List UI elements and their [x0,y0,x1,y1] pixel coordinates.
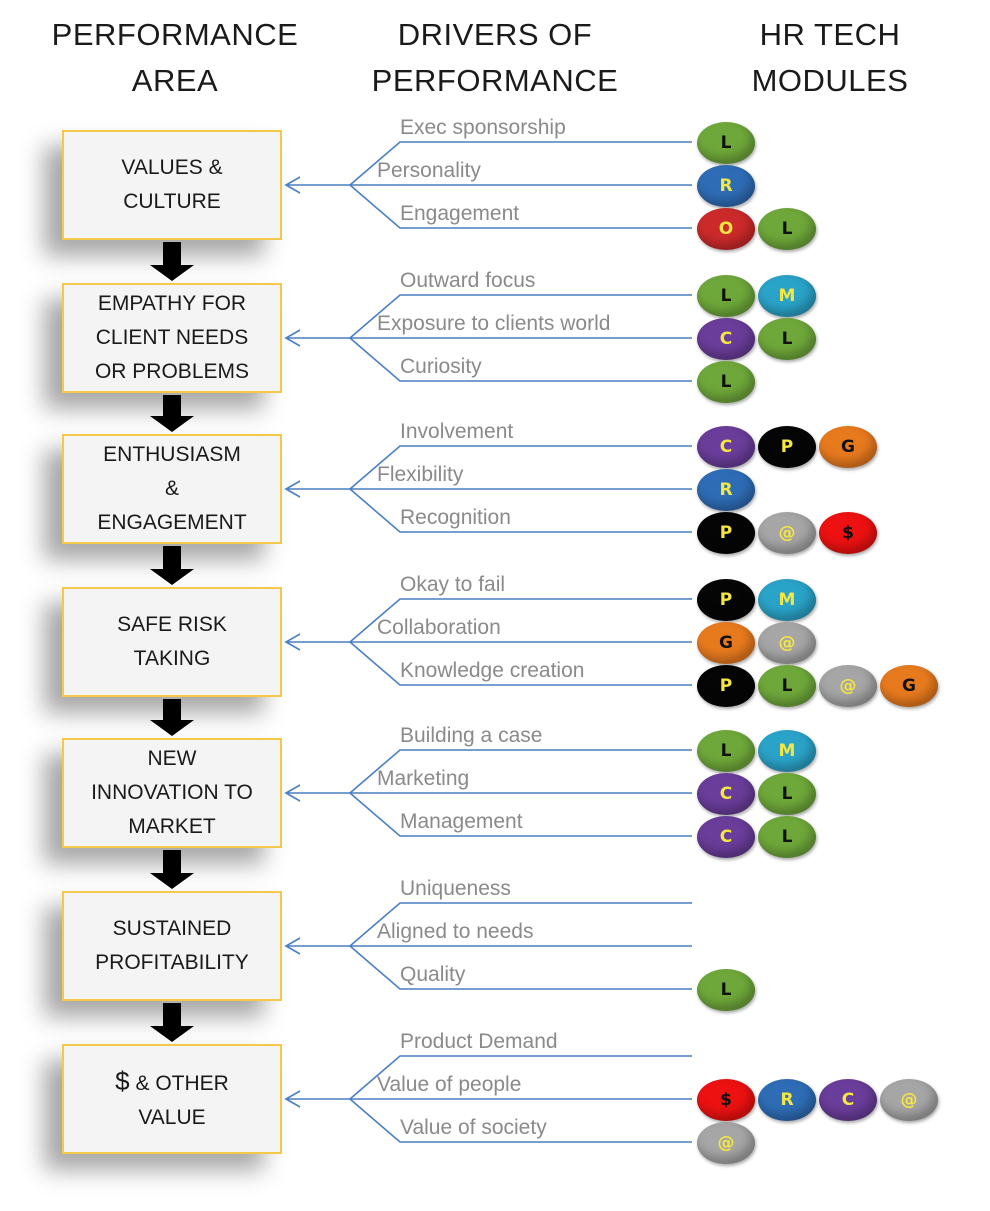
module-badge: C [697,318,755,360]
down-arrow-head [150,569,194,585]
driver-label: Collaboration [377,616,501,639]
module-badge: L [758,318,816,360]
driver-label: Engagement [400,202,520,225]
module-badge: L [697,361,755,403]
module-badge: @ [697,1122,755,1164]
module-badge: L [758,816,816,858]
driver-label: Curiosity [400,355,482,378]
down-arrow-head [150,720,194,736]
module-badge: C [697,816,755,858]
module-badge: G [880,665,938,707]
connector-arrowhead [284,176,301,194]
module-badge: C [697,773,755,815]
module-badge: $ [697,1079,755,1121]
driver-label: Flexibility [377,463,464,486]
connector-arrowhead [284,329,301,347]
module-badge: C [819,1079,877,1121]
performance-area-label: ENTHUSIASM & ENGAGEMENT [97,443,247,534]
driver-label: Outward focus [400,269,536,292]
module-badge: $ [819,512,877,554]
driver-label: Aligned to needs [377,920,534,943]
performance-area-label: NEW INNOVATION TO MARKET [91,747,253,838]
performance-area-box: VALUES & CULTURE [62,130,282,240]
performance-area-label: $ & OTHER VALUE [115,1065,229,1129]
header-drivers-line1: DRIVERS OF [397,17,593,52]
driver-label: Recognition [400,506,511,529]
down-arrow-shaft [163,850,181,873]
module-badge: L [697,969,755,1011]
down-arrow-shaft [163,1003,181,1026]
down-arrow-shaft [163,699,181,720]
performance-area-box: SAFE RISK TAKING [62,587,282,697]
driver-label: Uniqueness [400,877,511,900]
header-drivers: DRIVERS OF PERFORMANCE [355,12,635,104]
module-badge: P [697,665,755,707]
header-drivers-line2: PERFORMANCE [371,63,619,98]
header-performance-area-line1: PERFORMANCE [51,17,299,52]
module-badge: @ [758,622,816,664]
driver-label: Personality [377,159,481,182]
module-badge: O [697,208,755,250]
down-arrow-head [150,873,194,889]
header-performance-area: PERFORMANCE AREA [40,12,310,104]
driver-label: Marketing [377,767,470,790]
module-badge: P [758,426,816,468]
performance-area-label: SAFE RISK TAKING [117,613,227,670]
down-arrow-shaft [163,395,181,416]
performance-area-label: VALUES & CULTURE [121,156,223,213]
module-badge: L [758,665,816,707]
module-badge: L [758,208,816,250]
module-badge: L [697,122,755,164]
driver-label: Management [400,810,523,833]
driver-label: Product Demand [400,1030,558,1053]
module-badge: L [697,730,755,772]
module-badge: L [697,275,755,317]
driver-label: Involvement [400,420,514,443]
driver-label: Value of people [377,1073,522,1096]
performance-area-label: EMPATHY FOR CLIENT NEEDS OR PROBLEMS [94,292,250,383]
down-arrow-shaft [163,546,181,569]
module-badge: R [697,469,755,511]
connector-arrowhead [284,1090,301,1108]
performance-area-box: $ & OTHER VALUE [62,1044,282,1154]
driver-label: Value of society [400,1116,547,1139]
performance-area-box: SUSTAINED PROFITABILITY [62,891,282,1001]
connector-arrowhead [284,784,301,802]
connector-arrowhead [284,633,301,651]
performance-area-box: EMPATHY FOR CLIENT NEEDS OR PROBLEMS [62,283,282,393]
header-modules-line1: HR TECH [759,17,901,52]
module-badge: C [697,426,755,468]
module-badge: M [758,579,816,621]
module-badge: @ [758,512,816,554]
driver-label: Exposure to clients world [377,312,611,335]
down-arrow-head [150,416,194,432]
header-modules: HR TECH MODULES [720,12,940,104]
connector-arrowhead [284,937,301,955]
header-modules-line2: MODULES [751,63,909,98]
module-badge: @ [819,665,877,707]
module-badge: G [697,622,755,664]
module-badge: G [819,426,877,468]
connector-arrowhead [284,480,301,498]
module-badge: M [758,275,816,317]
down-arrow-head [150,265,194,281]
module-badge: @ [880,1079,938,1121]
performance-area-label: SUSTAINED PROFITABILITY [95,917,249,974]
module-badge: M [758,730,816,772]
performance-area-box: ENTHUSIASM & ENGAGEMENT [62,434,282,544]
driver-label: Building a case [400,724,543,747]
module-badge: P [697,579,755,621]
down-arrow-head [150,1026,194,1042]
module-badge: P [697,512,755,554]
driver-label: Okay to fail [400,573,506,596]
performance-area-box: NEW INNOVATION TO MARKET [62,738,282,848]
module-badge: L [758,773,816,815]
driver-label: Exec sponsorship [400,116,566,139]
driver-label: Knowledge creation [400,659,585,682]
header-performance-area-line2: AREA [131,63,219,98]
module-badge: R [697,165,755,207]
module-badge: R [758,1079,816,1121]
down-arrow-shaft [163,242,181,265]
driver-label: Quality [400,963,466,986]
